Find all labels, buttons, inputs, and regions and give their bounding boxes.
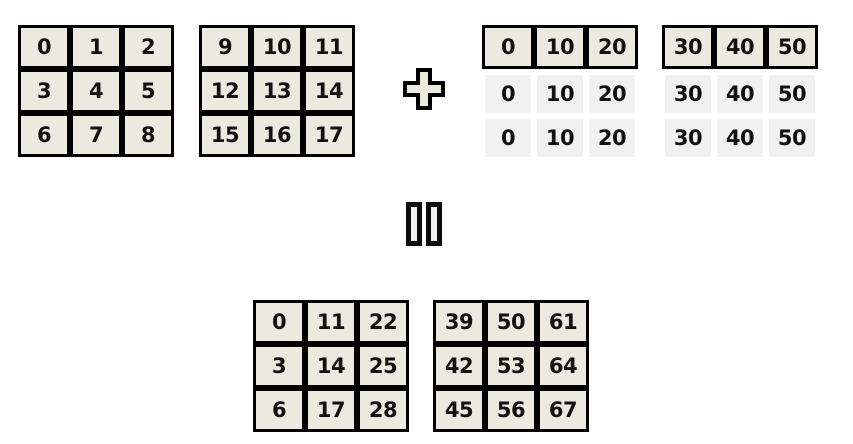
grid-cell: 42 xyxy=(433,344,485,388)
grid-cell: 9 xyxy=(199,25,251,69)
grid-row-concrete: 30 40 50 xyxy=(662,25,818,69)
grid-row: 6 17 28 xyxy=(253,388,409,432)
grid-cell: 30 xyxy=(662,25,714,69)
equals-bar-first xyxy=(406,202,422,246)
grid-cell: 40 xyxy=(714,25,766,69)
grid-cell-broadcast: 50 xyxy=(769,75,815,113)
grid-cell-broadcast: 0 xyxy=(485,75,531,113)
result-slice-0: 0 11 22 3 14 25 6 17 28 xyxy=(253,300,409,432)
grid-cell: 12 xyxy=(199,69,251,113)
plus-icon xyxy=(403,68,445,110)
grid-cell: 56 xyxy=(485,388,537,432)
grid-row: 3 14 25 xyxy=(253,344,409,388)
operand-b-slice-1: 30 40 50 30 40 50 30 40 50 xyxy=(662,25,818,157)
grid-row: 6 7 8 xyxy=(18,113,174,157)
grid-cell: 6 xyxy=(253,388,305,432)
grid-cell-broadcast: 40 xyxy=(717,119,763,157)
grid-cell: 45 xyxy=(433,388,485,432)
grid-row: 0 11 22 xyxy=(253,300,409,344)
grid-cell: 10 xyxy=(534,25,586,69)
grid-cell: 3 xyxy=(253,344,305,388)
grid-cell: 7 xyxy=(70,113,122,157)
grid-cell: 3 xyxy=(18,69,70,113)
grid-cell: 10 xyxy=(251,25,303,69)
grid-row: 12 13 14 xyxy=(199,69,355,113)
grid-cell: 25 xyxy=(357,344,409,388)
grid-row-broadcast: 30 40 50 xyxy=(665,75,818,113)
grid-cell: 67 xyxy=(537,388,589,432)
grid-row-broadcast: 0 10 20 xyxy=(485,75,638,113)
grid-cell: 28 xyxy=(357,388,409,432)
grid-cell: 17 xyxy=(305,388,357,432)
plus-joint-vertical xyxy=(416,85,432,93)
grid-row: 39 50 61 xyxy=(433,300,589,344)
grid-cell: 2 xyxy=(122,25,174,69)
grid-cell-broadcast: 0 xyxy=(485,119,531,157)
grid-cell-broadcast: 50 xyxy=(769,119,815,157)
grid-row-broadcast: 30 40 50 xyxy=(665,119,818,157)
grid-cell: 6 xyxy=(18,113,70,157)
grid-cell: 1 xyxy=(70,25,122,69)
grid-cell: 5 xyxy=(122,69,174,113)
grid-cell: 16 xyxy=(251,113,303,157)
grid-row: 42 53 64 xyxy=(433,344,589,388)
grid-cell-broadcast: 30 xyxy=(665,75,711,113)
grid-row-concrete: 0 10 20 xyxy=(482,25,638,69)
grid-cell: 53 xyxy=(485,344,537,388)
grid-cell-broadcast: 20 xyxy=(589,75,635,113)
grid-cell: 0 xyxy=(18,25,70,69)
grid-row: 3 4 5 xyxy=(18,69,174,113)
grid-cell: 15 xyxy=(199,113,251,157)
operand-a-slice-0: 0 1 2 3 4 5 6 7 8 xyxy=(18,25,174,157)
grid-row: 9 10 11 xyxy=(199,25,355,69)
grid-row: 45 56 67 xyxy=(433,388,589,432)
grid-cell-broadcast: 20 xyxy=(589,119,635,157)
result-slice-1: 39 50 61 42 53 64 45 56 67 xyxy=(433,300,589,432)
grid-cell-broadcast: 40 xyxy=(717,75,763,113)
grid-cell: 50 xyxy=(766,25,818,69)
grid-cell: 39 xyxy=(433,300,485,344)
grid-cell: 8 xyxy=(122,113,174,157)
grid-cell-broadcast: 10 xyxy=(537,75,583,113)
grid-cell-broadcast: 10 xyxy=(537,119,583,157)
grid-cell: 64 xyxy=(537,344,589,388)
grid-row-broadcast: 0 10 20 xyxy=(485,119,638,157)
equals-bar-second xyxy=(426,202,442,246)
grid-cell: 11 xyxy=(305,300,357,344)
grid-row: 0 1 2 xyxy=(18,25,174,69)
grid-cell: 20 xyxy=(586,25,638,69)
grid-cell: 13 xyxy=(251,69,303,113)
equals-icon xyxy=(406,202,442,246)
operand-a-slice-1: 9 10 11 12 13 14 15 16 17 xyxy=(199,25,355,157)
grid-cell: 61 xyxy=(537,300,589,344)
grid-cell: 14 xyxy=(305,344,357,388)
grid-cell: 14 xyxy=(303,69,355,113)
grid-cell: 4 xyxy=(70,69,122,113)
operand-b-slice-0: 0 10 20 0 10 20 0 10 20 xyxy=(482,25,638,157)
grid-cell-broadcast: 30 xyxy=(665,119,711,157)
grid-row: 15 16 17 xyxy=(199,113,355,157)
grid-cell: 0 xyxy=(482,25,534,69)
grid-cell: 0 xyxy=(253,300,305,344)
grid-cell: 11 xyxy=(303,25,355,69)
grid-cell: 50 xyxy=(485,300,537,344)
grid-cell: 17 xyxy=(303,113,355,157)
grid-cell: 22 xyxy=(357,300,409,344)
